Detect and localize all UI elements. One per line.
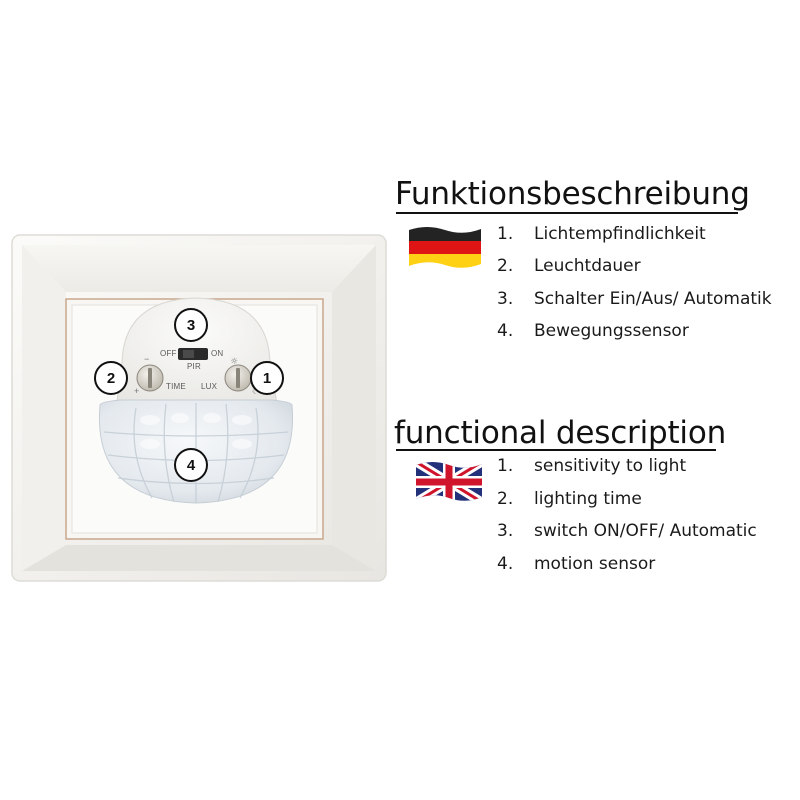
svg-text:☾: ☾ — [252, 387, 259, 396]
callout-4: 4 — [174, 448, 208, 482]
svg-text:−: − — [144, 354, 149, 364]
switch-off-label: OFF — [160, 349, 177, 358]
callout-3: 3 — [174, 308, 208, 342]
callout-1: 1 — [250, 361, 284, 395]
german-heading: Funktionsbeschreibung — [395, 176, 750, 212]
english-heading-underline — [396, 449, 716, 451]
lux-label: LUX — [201, 382, 218, 391]
switch-pir-label: PIR — [187, 362, 201, 371]
sensor-cap: − ☼ + ☾ — [115, 297, 279, 411]
united-kingdom-flag-icon — [416, 462, 482, 501]
english-heading: functional description — [394, 415, 727, 451]
callout-2: 2 — [94, 361, 128, 395]
german-heading-underline — [396, 212, 738, 214]
time-label: TIME — [166, 382, 186, 391]
svg-text:+: + — [134, 386, 139, 396]
svg-text:☼: ☼ — [230, 357, 238, 367]
switch-on-label: ON — [211, 349, 224, 358]
germany-flag-icon — [409, 227, 481, 268]
